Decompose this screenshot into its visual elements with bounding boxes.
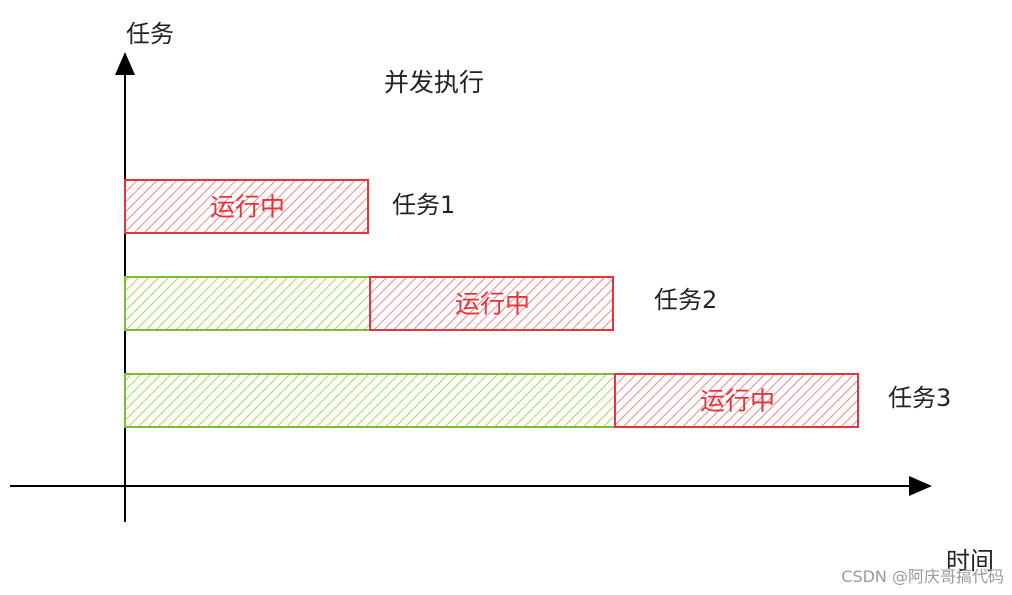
running-bar-2 (369, 276, 614, 331)
task-label-1: 任务1 (392, 191, 456, 219)
y-axis-label: 任务 (126, 20, 174, 48)
x-axis-label: 时间 (946, 547, 994, 575)
running-label-1: 运行中 (210, 193, 285, 222)
running-bar-1 (124, 179, 369, 234)
waiting-bar-2 (124, 276, 371, 331)
waiting-bar-3 (124, 373, 616, 428)
task-label-3: 任务3 (888, 384, 952, 412)
x-axis-arrow (909, 476, 932, 496)
diagram-title: 并发执行 (384, 68, 485, 97)
running-label-2: 运行中 (455, 290, 530, 319)
y-axis-arrow (115, 52, 135, 75)
running-label-3: 运行中 (700, 387, 775, 416)
running-bar-3 (614, 373, 859, 428)
watermark: CSDN @阿庆哥搞代码 (841, 567, 1004, 586)
task-label-2: 任务2 (654, 286, 718, 314)
